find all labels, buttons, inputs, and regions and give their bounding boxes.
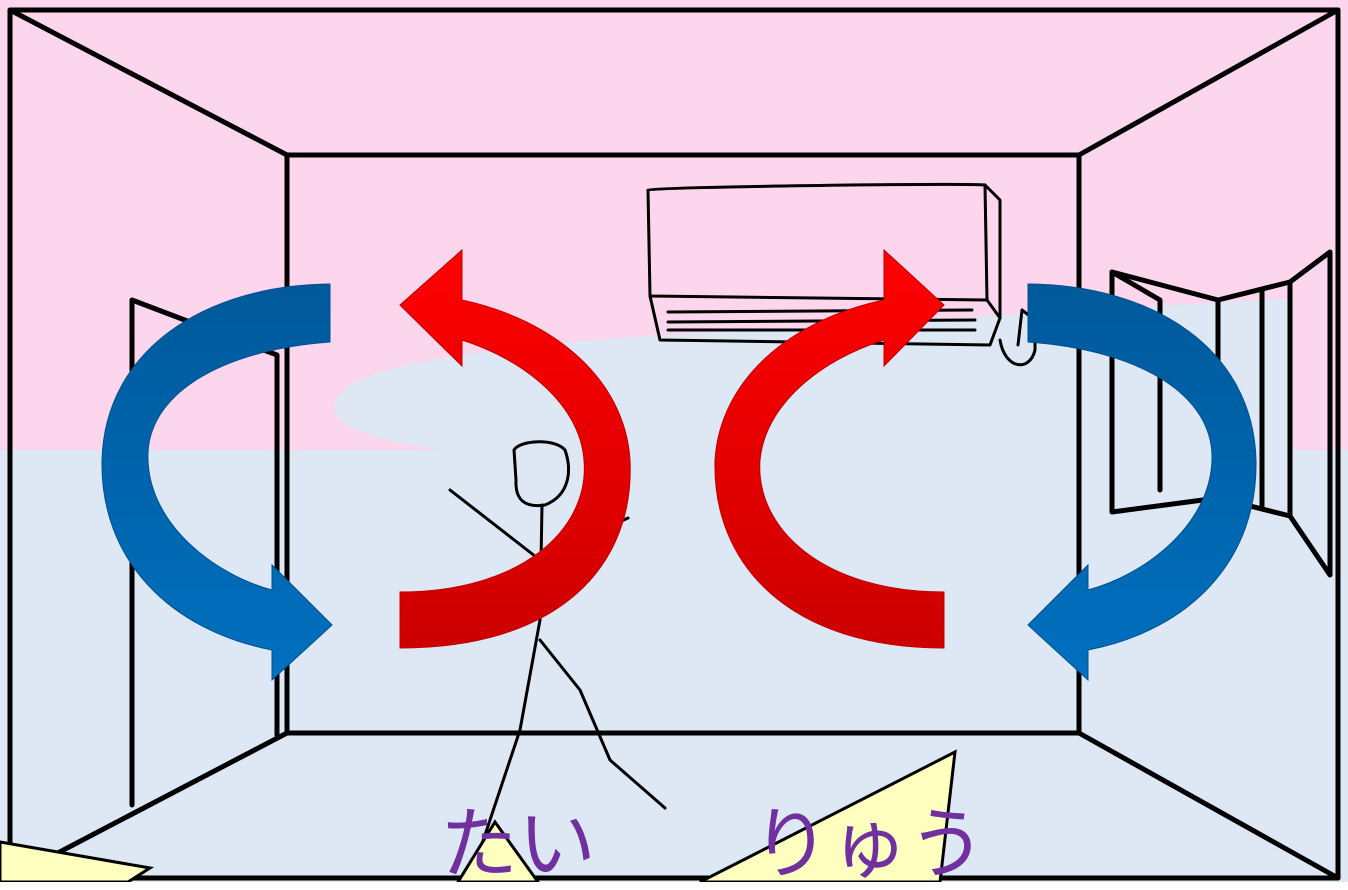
warm-air-arrow-right	[714, 248, 945, 649]
callout-right	[699, 749, 957, 882]
cool-air-zone	[0, 450, 1348, 882]
warm-air-arrow-left	[399, 248, 631, 649]
convection-label: たい りゅう	[440, 800, 987, 890]
callout-left	[0, 840, 155, 882]
callout-center	[456, 819, 540, 882]
room-outline	[7, 7, 1341, 881]
cool-air-arrow-right	[1027, 283, 1257, 682]
cool-air-arrow-left	[101, 283, 333, 682]
